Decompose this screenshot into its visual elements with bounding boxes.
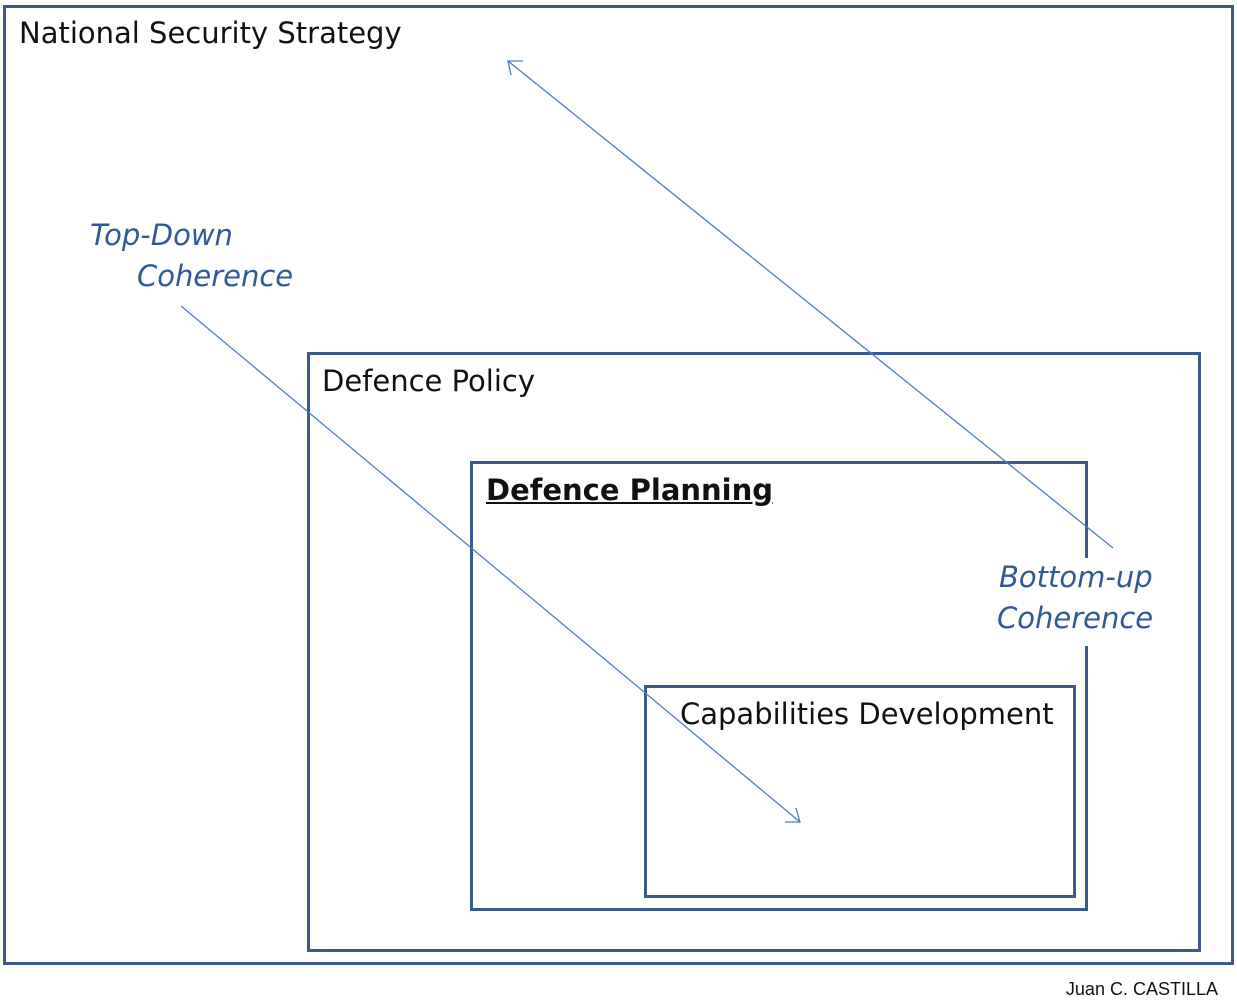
bottom-up-label-line2: Coherence [997, 601, 1154, 635]
defence-planning-label: Defence Planning [486, 473, 774, 507]
bottom-up-label-line1: Bottom-up [999, 560, 1153, 594]
national-security-strategy-label: National Security Strategy [19, 16, 402, 50]
defence-policy-label: Defence Policy [322, 364, 536, 398]
author-credit: Juan C. CASTILLA [1065, 979, 1218, 999]
national-security-strategy-box [3, 5, 1234, 965]
top-down-label-line1: Top-Down [90, 218, 233, 252]
top-down-label-line2: Coherence [137, 259, 294, 293]
capabilities-development-label: Capabilities Development [680, 697, 1054, 731]
bottom-up-label-background [990, 558, 1155, 646]
